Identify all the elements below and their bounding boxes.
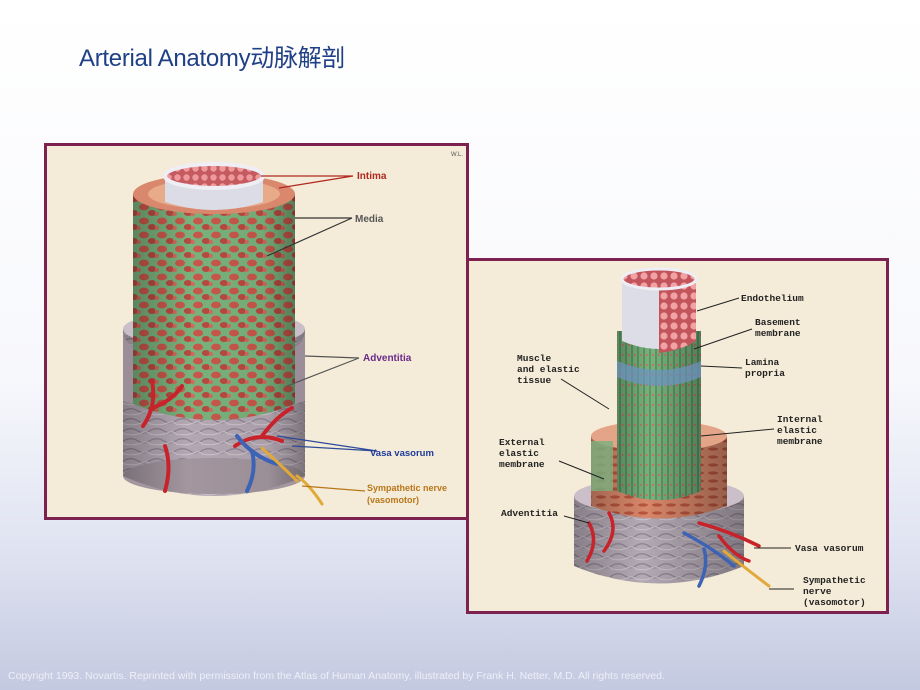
right-leader-lines (558, 297, 794, 590)
slide-title: Arterial Anatomy动脉解剖 (79, 45, 346, 72)
label-external-2: elastic (499, 448, 539, 459)
label-muscle-1: Muscle (517, 353, 552, 364)
label-internal-3: membrane (777, 436, 823, 447)
label-lamina-2: propria (745, 368, 785, 379)
label-basement-2: membrane (755, 328, 801, 339)
label-right-sympathetic-3: (vasomotor) (803, 597, 866, 608)
corner-mark: W.L. (451, 152, 463, 158)
intima-layer (163, 162, 265, 210)
left-artery-illustration: Intima Media Adventitia Vasa vasorum Sym… (123, 152, 463, 506)
label-external-3: membrane (499, 459, 545, 470)
label-right-vasa-vasorum: Vasa vasorum (795, 543, 864, 554)
label-external-1: External (499, 437, 545, 448)
vasa-vasorum-vessels (141, 379, 324, 506)
right-artery-figure: Endothelium Basement membrane Lamina pro… (466, 258, 889, 614)
label-vasomotor: (vasomotor) (367, 495, 419, 505)
label-lamina-1: Lamina (745, 357, 780, 368)
label-internal-2: elastic (777, 425, 817, 436)
label-internal-1: Internal (777, 414, 823, 425)
right-endothelium-layer (620, 267, 698, 353)
label-media: Media (355, 214, 384, 225)
label-muscle-3: tissue (517, 375, 552, 386)
label-right-sympathetic-1: Sympathetic (803, 575, 866, 586)
label-vasa-vasorum: Vasa vasorum (370, 448, 434, 459)
right-internal-layer (617, 331, 701, 500)
label-adventitia: Adventitia (363, 353, 412, 364)
label-intima: Intima (357, 171, 387, 182)
right-artery-illustration: Endothelium Basement membrane Lamina pro… (499, 267, 866, 608)
media-layer (133, 174, 295, 420)
label-sympathetic-nerve: Sympathetic nerve (367, 483, 447, 493)
label-right-adventitia: Adventitia (501, 508, 558, 519)
label-right-sympathetic-2: nerve (803, 586, 832, 597)
right-vasa-vasorum-vessels (585, 511, 771, 588)
left-leader-lines (261, 175, 378, 492)
left-artery-figure: Intima Media Adventitia Vasa vasorum Sym… (44, 143, 469, 520)
label-basement-1: Basement (755, 317, 801, 328)
label-muscle-2: and elastic (517, 364, 580, 375)
copyright-notice: Copyright 1993. Novartis. Reprinted with… (8, 670, 665, 682)
label-endothelium: Endothelium (741, 293, 804, 304)
